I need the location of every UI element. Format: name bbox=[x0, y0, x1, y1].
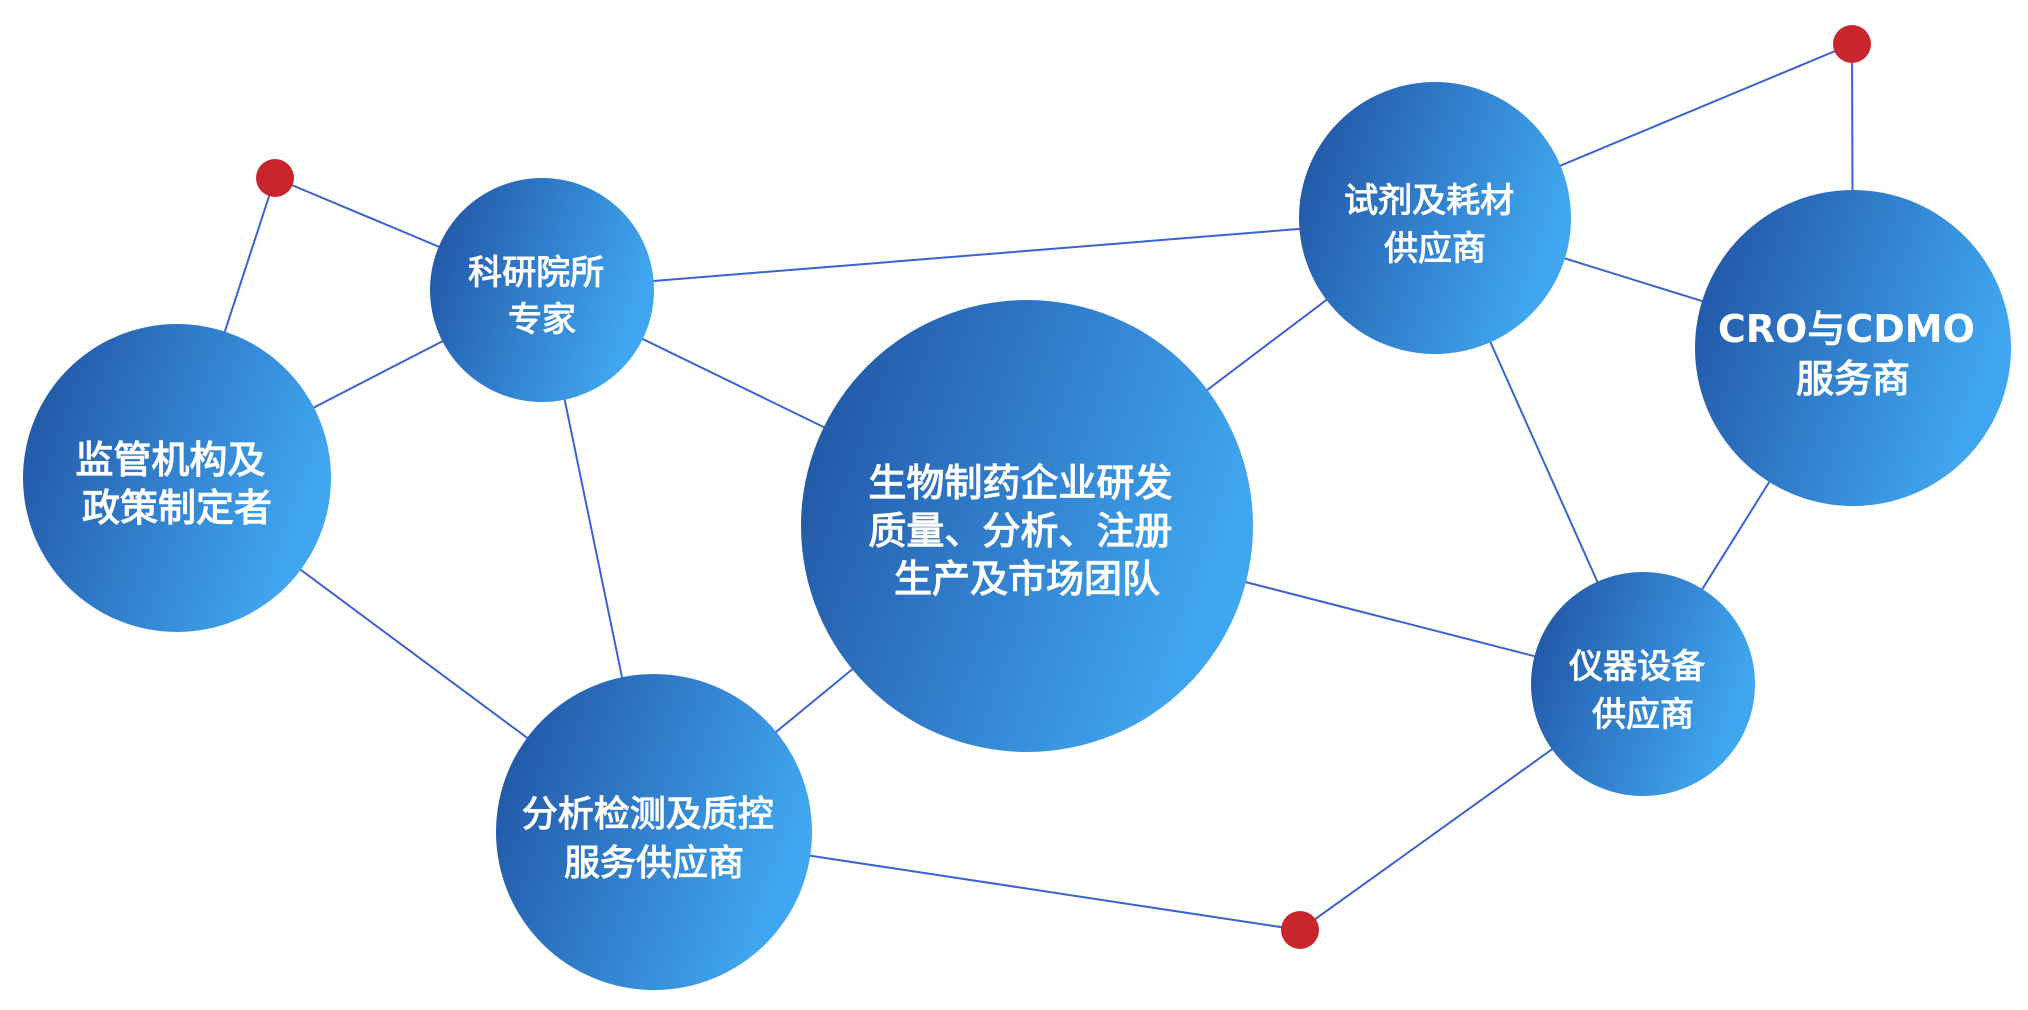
node-testing-services: 分析检测及质控 服务供应商 bbox=[496, 674, 812, 990]
node-testing-services-line1: 分析检测及质控 bbox=[522, 794, 774, 835]
node-testing-services-circle bbox=[496, 674, 812, 990]
node-instruments-line2: 供应商 bbox=[1591, 695, 1694, 735]
node-reagents-circle bbox=[1299, 82, 1571, 354]
node-reagents-line2: 供应商 bbox=[1383, 229, 1486, 269]
node-reagents-line1: 试剂及耗材 bbox=[1344, 181, 1514, 221]
node-cro-cdmo-line1: CRO与CDMO bbox=[1718, 307, 1975, 351]
node-research-experts-line2: 专家 bbox=[508, 300, 576, 340]
node-center-line1: 生物制药企业研发 bbox=[868, 461, 1172, 505]
node-cro-cdmo-line2: 服务商 bbox=[1796, 357, 1910, 401]
node-regulators-label: 监管机构及 政策制定者 bbox=[75, 438, 278, 530]
node-regulators-line1: 监管机构及 bbox=[75, 438, 265, 482]
connector-dots bbox=[256, 25, 1871, 949]
node-center: 生物制药企业研发 质量、分析、注册 生产及市场团队 bbox=[801, 300, 1253, 752]
node-regulators: 监管机构及 政策制定者 bbox=[23, 324, 331, 632]
node-reagents: 试剂及耗材 供应商 bbox=[1299, 82, 1571, 354]
node-regulators-line2: 政策制定者 bbox=[82, 486, 272, 530]
stakeholder-nodes: 生物制药企业研发 质量、分析、注册 生产及市场团队 监管机构及 政策制定者 科研… bbox=[23, 82, 2011, 990]
node-cro-cdmo-circle bbox=[1695, 190, 2011, 506]
node-center-circle bbox=[801, 300, 1253, 752]
node-center-line3: 生产及市场团队 bbox=[894, 557, 1161, 601]
node-cro-cdmo-label: CRO与CDMO 服务商 bbox=[1718, 307, 1988, 401]
node-instruments-circle bbox=[1531, 572, 1755, 796]
node-cro-cdmo: CRO与CDMO 服务商 bbox=[1695, 190, 2011, 506]
connector-dot-top-left bbox=[256, 159, 294, 197]
connector-dot-top-right bbox=[1833, 25, 1871, 63]
node-regulators-circle bbox=[23, 324, 331, 632]
node-research-experts: 科研院所 专家 bbox=[430, 178, 654, 402]
node-research-experts-circle bbox=[430, 178, 654, 402]
connector-dot-bottom bbox=[1281, 911, 1319, 949]
edge-research-experts-to-reagents bbox=[541, 217, 1436, 291]
node-center-line2: 质量、分析、注册 bbox=[868, 509, 1172, 553]
node-reagents-label: 试剂及耗材 供应商 bbox=[1344, 181, 1526, 269]
node-testing-services-line2: 服务供应商 bbox=[564, 843, 744, 884]
node-testing-services-label: 分析检测及质控 服务供应商 bbox=[522, 794, 787, 884]
node-instruments-label: 仪器设备 供应商 bbox=[1568, 647, 1717, 735]
node-research-experts-line1: 科研院所 bbox=[468, 253, 604, 293]
node-instruments: 仪器设备 供应商 bbox=[1531, 572, 1755, 796]
node-instruments-line1: 仪器设备 bbox=[1568, 647, 1706, 687]
node-center-label: 生物制药企业研发 质量、分析、注册 生产及市场团队 bbox=[868, 461, 1185, 601]
node-research-experts-label: 科研院所 专家 bbox=[468, 253, 616, 340]
